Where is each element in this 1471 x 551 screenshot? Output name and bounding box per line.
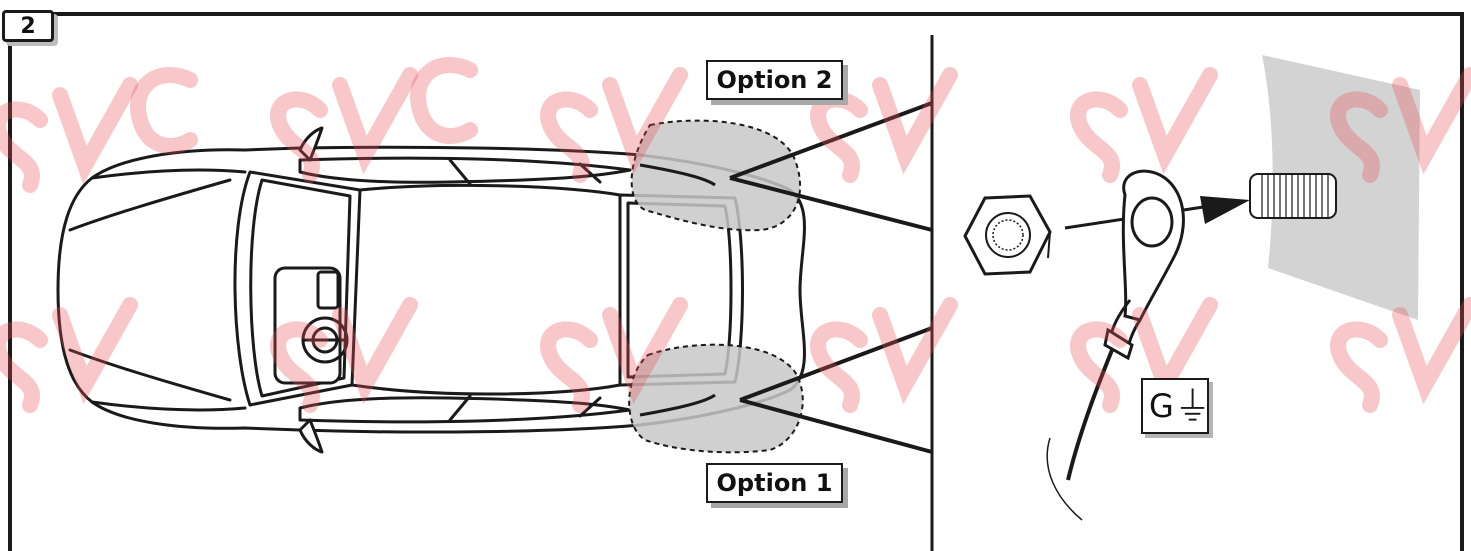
option2-callout [729, 101, 933, 232]
threaded-stud-icon [1249, 173, 1337, 219]
step-number: 2 [2, 10, 54, 42]
ground-symbol-icon: G [1141, 378, 1209, 434]
option1-label: Option 1 [706, 463, 843, 503]
option2-label: Option 2 [706, 60, 843, 100]
option1-zone [628, 343, 804, 454]
earth-symbol-icon [1180, 388, 1205, 421]
option1-callout [739, 326, 933, 454]
ground-letter: G [1149, 387, 1174, 425]
arrow-right-icon [1200, 196, 1250, 224]
hex-nut-icon [963, 194, 1052, 276]
ring-terminal-icon [1046, 169, 1185, 521]
body-panel [1262, 55, 1420, 320]
option2-zone [630, 119, 801, 232]
diagram-frame [8, 12, 1464, 551]
